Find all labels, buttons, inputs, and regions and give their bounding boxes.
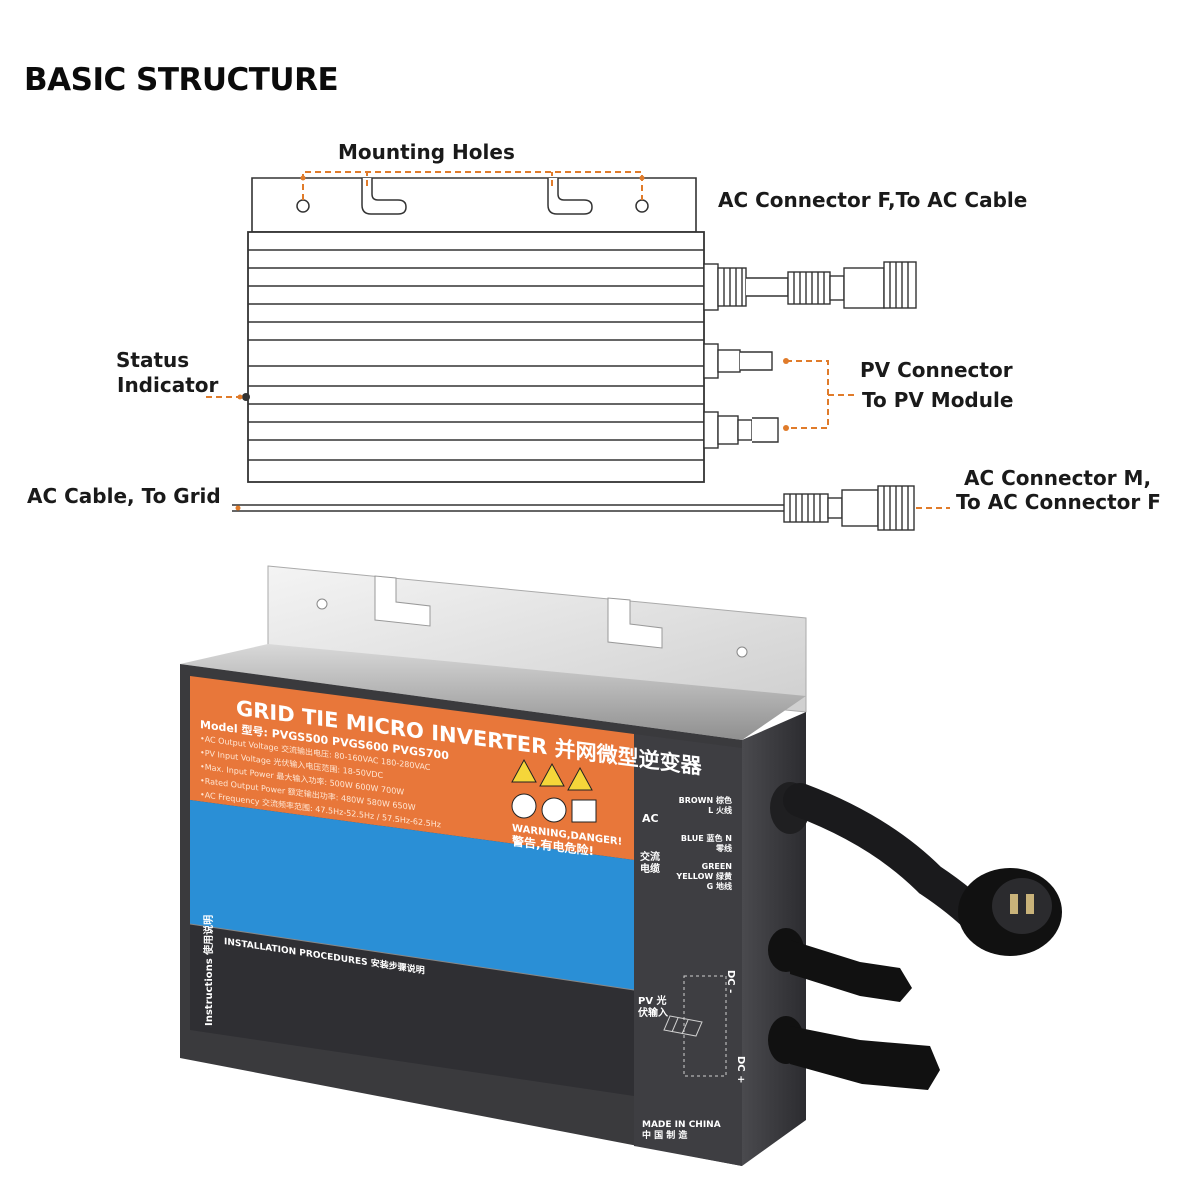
ac-cable [232,504,784,512]
photo-ac-cable [770,782,1062,956]
made-in-china: MADE IN CHINA 中 国 制 造 [642,1120,721,1142]
photo-ac-pv-area [634,734,742,1166]
ac-connector-m [783,485,915,531]
dc-minus-label: DC - [725,970,736,994]
solar-panel-icon [663,1015,703,1037]
made-in-text: MADE IN CHINA [642,1120,721,1130]
instructions-side: Instructions 使用说明 [204,914,215,1026]
leader-mounting-left [302,171,643,200]
wire-green: GREEN YELLOW 绿黄 G 地线 [676,862,732,891]
cooling-fins [248,249,704,461]
label-pv-1: PV Connector [860,358,1013,382]
leader-lines [206,171,950,509]
label-ac-m-2: To AC Connector F [956,490,1161,514]
label-mounting-holes: Mounting Holes [338,140,515,164]
inverter-line-diagram [206,171,950,531]
photo-pv-connector-2 [768,1016,940,1090]
photo-blue-panel [190,800,634,990]
photo-instructions-panel [190,924,634,1096]
mounting-slot-left [361,178,407,215]
photo-ac-cn: 交流电缆 [640,852,660,875]
dc-plus-label: DC + [735,1056,746,1084]
ac-connector-f [703,261,917,311]
label-status-2: Indicator [117,373,219,397]
photo-ac-label: AC [642,812,659,825]
status-indicator-led [242,393,250,401]
label-pv-2: To PV Module [862,388,1014,412]
mounting-slot-right [547,178,593,215]
photo-pv-label: PV 光伏输入 [638,996,668,1019]
wire-blue: BLUE 蓝色 N 零线 [680,834,732,853]
label-ac-m-1: AC Connector M, [964,466,1152,490]
photo-pv-connector-1 [768,928,912,1002]
pv-connector-bottom [703,411,779,449]
page-title: BASIC STRUCTURE [24,62,339,98]
ac-side-text: AC [642,812,659,825]
pv-connector-top [703,343,773,379]
label-status-1: Status [116,348,190,372]
warning-icons [511,758,597,823]
label-ac-cable: AC Cable, To Grid [27,484,221,508]
wire-brown: BROWN 棕色 L 火线 [678,796,732,815]
made-in-cn: 中 国 制 造 [642,1131,688,1141]
photo-top-lid [180,644,806,740]
label-ac-connector-f: AC Connector F,To AC Cable [718,188,1028,212]
